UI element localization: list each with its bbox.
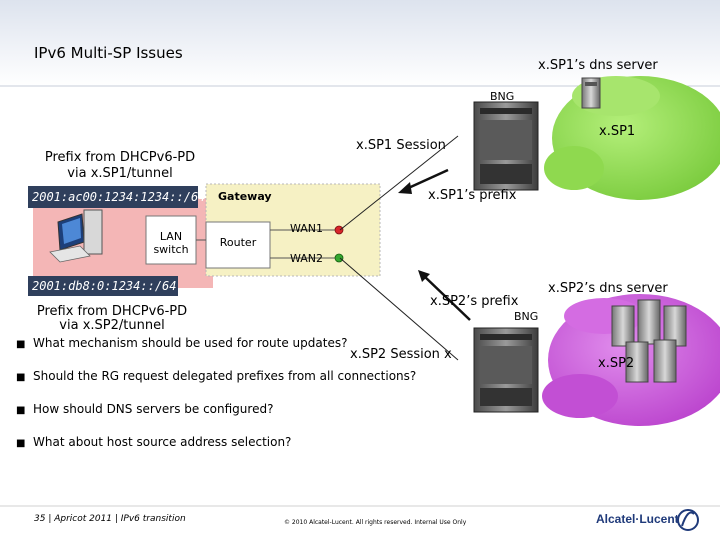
bng-chassis-icon: [473, 327, 539, 413]
sp2-prefix-arrow: [423, 275, 471, 321]
header-band: [0, 0, 720, 86]
dhcp-sp2-label-line1: Prefix from DHCPv6-PD: [36, 304, 188, 319]
server-icon: [581, 77, 601, 109]
footer-page-info: 35 | Apricot 2011 | IPv6 transition: [34, 514, 186, 524]
sp1-label: x.SP1: [599, 124, 636, 139]
sp1-session-line: [339, 135, 459, 231]
sp1-session-label: x.SP1 Session: [356, 138, 446, 153]
bng-chassis-icon: [473, 101, 539, 191]
lan-switch-label-line1: LAN: [159, 230, 183, 243]
bng-1-label: BNG: [490, 90, 515, 103]
bullet-text: What mechanism should be used for route …: [33, 336, 348, 350]
sp1-prefix-arrow: [403, 168, 449, 192]
sp1-prefix-arrowhead: [398, 182, 412, 194]
bullet-item: ■ What about host source address selectio…: [16, 435, 291, 449]
bullet-item: ■ Should the RG request delegated prefixe…: [16, 369, 416, 383]
footer-copyright: © 2010 Alcatel-Lucent. All rights reserv…: [284, 519, 467, 526]
prefix-box-sp1-text: 2001:ac00:1234:1234::/64: [32, 190, 206, 204]
bng-2-label: BNG: [514, 310, 539, 323]
router-box: [205, 221, 271, 269]
prefix-box-sp2: [28, 276, 178, 296]
wan2-label: WAN2: [290, 252, 324, 265]
bullet-marker: ■: [16, 372, 26, 383]
sp2-session-label: x.SP2 Session x: [350, 347, 452, 362]
bullet-marker: ■: [16, 438, 26, 449]
bullet-text: How should DNS servers be configured?: [33, 402, 274, 416]
dhcp-sp2-label-line2: via x.SP2/tunnel: [59, 318, 165, 333]
sp2-prefix-label: x.SP2’s prefix: [430, 294, 519, 309]
dhcp-sp1-label-line2: via x.SP1/tunnel: [67, 166, 173, 181]
alcatel-lucent-logo: [677, 509, 699, 531]
bullet-item: ■ What mechanism should be used for route…: [16, 336, 347, 350]
sp2-prefix-arrowhead: [418, 270, 430, 282]
gateway-label: Gateway: [218, 190, 272, 203]
bullet-text: Should the RG request delegated prefixes…: [33, 369, 417, 383]
bullet-item: ■ How should DNS servers be configured?: [16, 402, 273, 416]
sp1-dns-server-label: x.SP1’s dns server: [538, 58, 658, 73]
bullet-marker: ■: [16, 405, 26, 416]
slide-title: IPv6 Multi-SP Issues: [34, 44, 183, 62]
wan1-label: WAN1: [290, 222, 324, 235]
footer-logo-text: Alcatel·Lucent: [596, 512, 679, 526]
sp2-label: x.SP2: [598, 356, 635, 371]
bullet-marker: ■: [16, 339, 26, 350]
sp2-session-line: [339, 257, 459, 361]
wan2-status-led: [334, 253, 344, 263]
dhcp-sp1-label-line1: Prefix from DHCPv6-PD: [44, 150, 196, 165]
sp1-prefix-label: x.SP1’s prefix: [428, 188, 517, 203]
lan-switch-label-line2: switch: [153, 243, 189, 256]
bullet-text: What about host source address selection…: [33, 435, 292, 449]
server-icon: [611, 299, 687, 383]
prefix-box-sp1: [28, 186, 198, 208]
prefix-box-sp2-text: 2001:db8:0:1234::/64: [32, 279, 177, 293]
router-label: Router: [219, 236, 257, 249]
computer-icon: [49, 209, 103, 263]
wan1-status-led: [334, 225, 344, 235]
sp2-dns-server-label: x.SP2’s dns server: [548, 281, 668, 296]
